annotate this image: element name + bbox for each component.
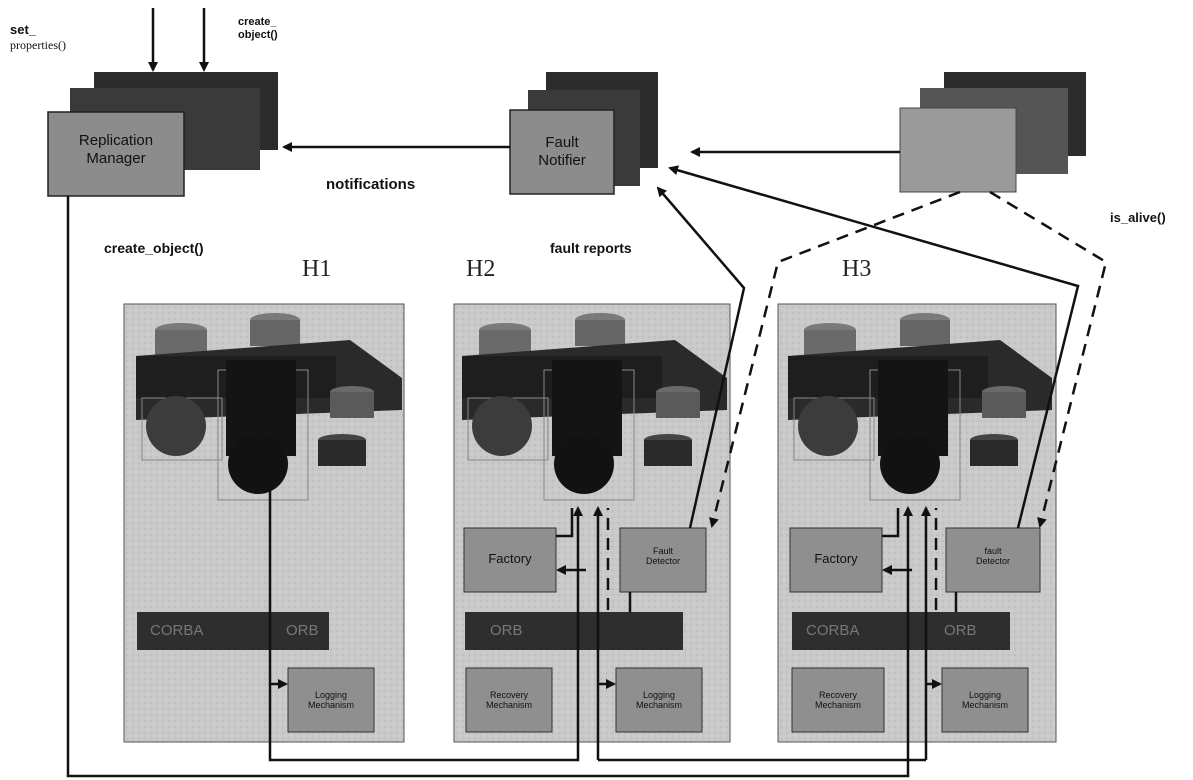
create-object-top-label-1: create_ xyxy=(238,16,277,28)
orb-h1-left-text: CORBA xyxy=(150,622,203,639)
fault-detector-h2-line1: Fault xyxy=(620,546,706,556)
orb-h2-text: ORB xyxy=(490,622,523,639)
set-properties-label-1: set_ xyxy=(10,22,36,37)
fault-reports-label: fault reports xyxy=(550,240,632,256)
logging-h2-line2: Mechanism xyxy=(616,700,702,710)
fault-detector-h2-line2: Detector xyxy=(620,556,706,566)
global-fault-detector-stack xyxy=(900,72,1086,192)
notifications-label: notifications xyxy=(326,176,415,193)
fault-detector-h3-line1: fault xyxy=(946,546,1040,556)
orb-h1-right-text: ORB xyxy=(286,622,319,639)
recovery-h2-line2: Mechanism xyxy=(466,700,552,710)
recovery-h3-line2: Mechanism xyxy=(792,700,884,710)
host-title-h1: H1 xyxy=(302,256,331,283)
recovery-label-h3: Recovery Mechanism xyxy=(792,690,884,710)
fault-notifier-label: Fault Notifier xyxy=(510,134,614,170)
create-object-top-label-2: object() xyxy=(238,29,278,41)
factory-label-h2: Factory xyxy=(464,551,556,566)
fault-detector-label-h3: fault Detector xyxy=(946,546,1040,566)
replication-manager-line1: Replication xyxy=(48,132,184,150)
recovery-label-h2: Recovery Mechanism xyxy=(466,690,552,710)
host-title-h3: H3 xyxy=(842,256,871,283)
fault-notifier-line2: Notifier xyxy=(510,152,614,170)
logging-h1-line1: Logging xyxy=(288,690,374,700)
recovery-h3-line1: Recovery xyxy=(792,690,884,700)
logging-h3-line1: Logging xyxy=(942,690,1028,700)
fault-notifier-stack xyxy=(510,72,658,194)
logging-label-h2: Logging Mechanism xyxy=(616,690,702,710)
orb-h3-right-text: ORB xyxy=(944,622,977,639)
set-properties-label-2: properties() xyxy=(10,38,66,53)
orb-h3-left-text: CORBA xyxy=(806,622,859,639)
factory-label-h3: Factory xyxy=(790,551,882,566)
logging-label-h3: Logging Mechanism xyxy=(942,690,1028,710)
logging-h2-line1: Logging xyxy=(616,690,702,700)
replication-manager-line2: Manager xyxy=(48,150,184,168)
fault-detector-label-h2: Fault Detector xyxy=(620,546,706,566)
logging-h1-line2: Mechanism xyxy=(288,700,374,710)
fault-detector-h3-line2: Detector xyxy=(946,556,1040,566)
replication-manager-label: Replication Manager xyxy=(48,132,184,168)
host-title-h2: H2 xyxy=(466,256,495,283)
recovery-h2-line1: Recovery xyxy=(466,690,552,700)
logging-h3-line2: Mechanism xyxy=(942,700,1028,710)
is-alive-label: is_alive() xyxy=(1110,210,1166,225)
create-object-call-label: create_object() xyxy=(104,240,204,256)
logging-label-h1: Logging Mechanism xyxy=(288,690,374,710)
fault-notifier-line1: Fault xyxy=(510,134,614,152)
